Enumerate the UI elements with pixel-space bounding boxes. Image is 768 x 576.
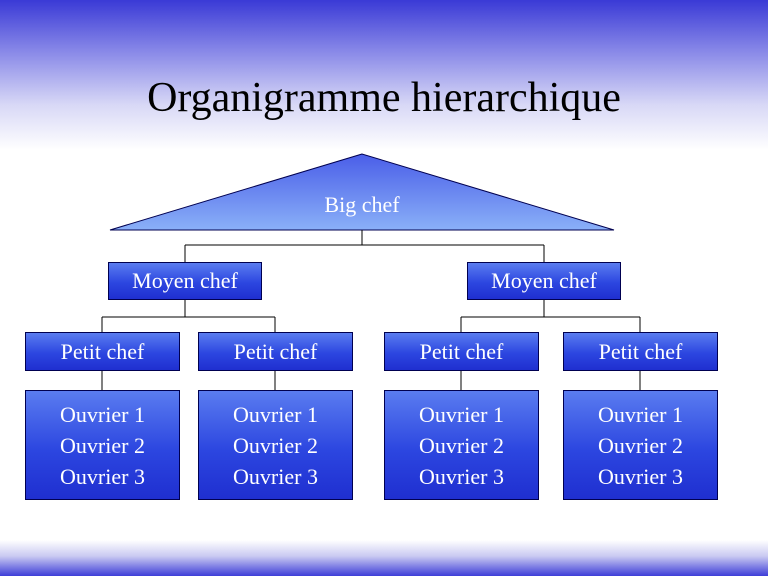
worker-label: Ouvrier 3 xyxy=(233,463,318,489)
worker-label: Ouvrier 3 xyxy=(419,463,504,489)
page-title: Organigramme hierarchique xyxy=(147,75,621,121)
workers-box-1: Ouvrier 1 Ouvrier 2 Ouvrier 3 xyxy=(25,390,180,500)
connector-lines xyxy=(101,230,641,390)
workers-box-2: Ouvrier 1 Ouvrier 2 Ouvrier 3 xyxy=(198,390,353,500)
petit-chef-node-1: Petit chef xyxy=(25,332,180,371)
worker-label: Ouvrier 1 xyxy=(233,401,318,427)
moyen-chef-node-1: Moyen chef xyxy=(108,262,262,300)
petit-chef-node-3: Petit chef xyxy=(384,332,539,371)
worker-label: Ouvrier 3 xyxy=(60,463,145,489)
petit-chef-node-2: Petit chef xyxy=(198,332,353,371)
worker-label: Ouvrier 1 xyxy=(60,401,145,427)
worker-label: Ouvrier 3 xyxy=(598,463,683,489)
petit-chef-node-4: Petit chef xyxy=(563,332,718,371)
workers-box-4: Ouvrier 1 Ouvrier 2 Ouvrier 3 xyxy=(563,390,718,500)
worker-label: Ouvrier 2 xyxy=(233,432,318,458)
worker-label: Ouvrier 2 xyxy=(60,432,145,458)
worker-label: Ouvrier 1 xyxy=(598,401,683,427)
workers-box-3: Ouvrier 1 Ouvrier 2 Ouvrier 3 xyxy=(384,390,539,500)
bottom-gradient-band xyxy=(0,540,768,576)
worker-label: Ouvrier 2 xyxy=(598,432,683,458)
worker-label: Ouvrier 2 xyxy=(419,432,504,458)
worker-label: Ouvrier 1 xyxy=(419,401,504,427)
big-chef-label: Big chef xyxy=(324,192,400,217)
moyen-chef-node-2: Moyen chef xyxy=(467,262,621,300)
top-gradient-band xyxy=(0,0,768,150)
